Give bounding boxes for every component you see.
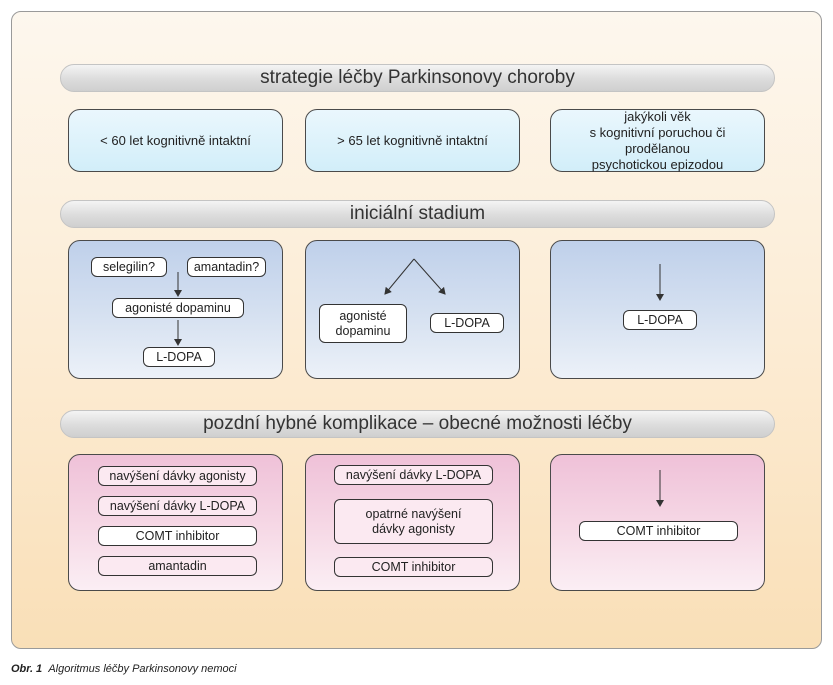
ldopa-node-col3: L-DOPA — [623, 310, 697, 330]
group-label-over-65: > 65 let kognitivně intaktní — [337, 132, 488, 148]
selegilin-node: selegilin? — [91, 257, 167, 277]
ldopa-label-col2: L-DOPA — [444, 315, 490, 330]
late-complications-title: pozdní hybné komplikace – obecné možnost… — [203, 413, 632, 434]
late-option-col1-1: navýšení dávky agonisty — [98, 466, 257, 486]
ldopa-node-col2: L-DOPA — [430, 313, 504, 333]
arrow-to-agonists-col2 — [384, 258, 415, 295]
group-box-under-60: < 60 let kognitivně intaktní — [68, 109, 283, 172]
caption-text: Algoritmus léčby Parkinsonovy nemoci — [48, 663, 237, 675]
initial-box-cognitive — [550, 240, 765, 379]
late-option-col2-1-label: navýšení dávky L-DOPA — [345, 467, 482, 482]
late-option-col1-4: amantadin — [98, 556, 257, 576]
agonists-label-col2: agonisté dopaminu — [335, 308, 391, 338]
initial-stage-bar: iniciální stadium — [60, 200, 775, 228]
agonists-node-col2: agonisté dopaminu — [319, 304, 407, 343]
late-option-col1-3: COMT inhibitor — [98, 526, 257, 546]
initial-stage-title: iniciální stadium — [349, 203, 486, 224]
late-option-col2-1: navýšení dávky L-DOPA — [334, 465, 493, 485]
late-option-col2-2: opatrné navýšení dávky agonisty — [334, 499, 493, 544]
agonists-label-col1: agonisté dopaminu — [125, 300, 231, 315]
group-label-under-60: < 60 let kognitivně intaktní — [100, 132, 251, 148]
group-box-cognitive-impairment: jakýkoli věk s kognitivní poruchou či pr… — [550, 109, 765, 172]
agonists-node-col1: agonisté dopaminu — [112, 298, 244, 318]
late-complications-bar: pozdní hybné komplikace – obecné možnost… — [60, 410, 775, 438]
late-option-col1-2-label: navýšení dávky L-DOPA — [109, 498, 246, 513]
late-option-col1-3-label: COMT inhibitor — [135, 528, 220, 543]
late-option-col1-1-label: navýšení dávky agonisty — [109, 468, 246, 483]
group-label-cognitive-impairment: jakýkoli věk s kognitivní poruchou či pr… — [589, 108, 726, 172]
ldopa-label-col1: L-DOPA — [156, 349, 202, 364]
amantadin-node: amantadin? — [187, 257, 266, 277]
late-option-col1-4-label: amantadin — [148, 558, 207, 573]
figure-caption: Obr. 1 Algoritmus léčby Parkinsonovy nem… — [11, 663, 237, 675]
ldopa-node-col1: L-DOPA — [143, 347, 215, 367]
late-option-col2-2-label: opatrné navýšení dávky agonisty — [365, 506, 462, 536]
late-option-col3-1-label: COMT inhibitor — [616, 523, 701, 538]
caption-label: Obr. 1 — [11, 663, 43, 675]
arrow-to-ldopa-col2 — [413, 258, 446, 295]
strategy-title: strategie léčby Parkinsonovy choroby — [260, 67, 575, 88]
amantadin-label: amantadin? — [193, 259, 260, 274]
group-box-over-65: > 65 let kognitivně intaktní — [305, 109, 520, 172]
strategy-title-bar: strategie léčby Parkinsonovy choroby — [60, 64, 775, 92]
late-option-col2-3: COMT inhibitor — [334, 557, 493, 577]
late-option-col2-3-label: COMT inhibitor — [371, 559, 456, 574]
ldopa-label-col3: L-DOPA — [637, 312, 683, 327]
late-option-col1-2: navýšení dávky L-DOPA — [98, 496, 257, 516]
selegilin-label: selegilin? — [102, 259, 156, 274]
late-option-col3-1: COMT inhibitor — [579, 521, 738, 541]
